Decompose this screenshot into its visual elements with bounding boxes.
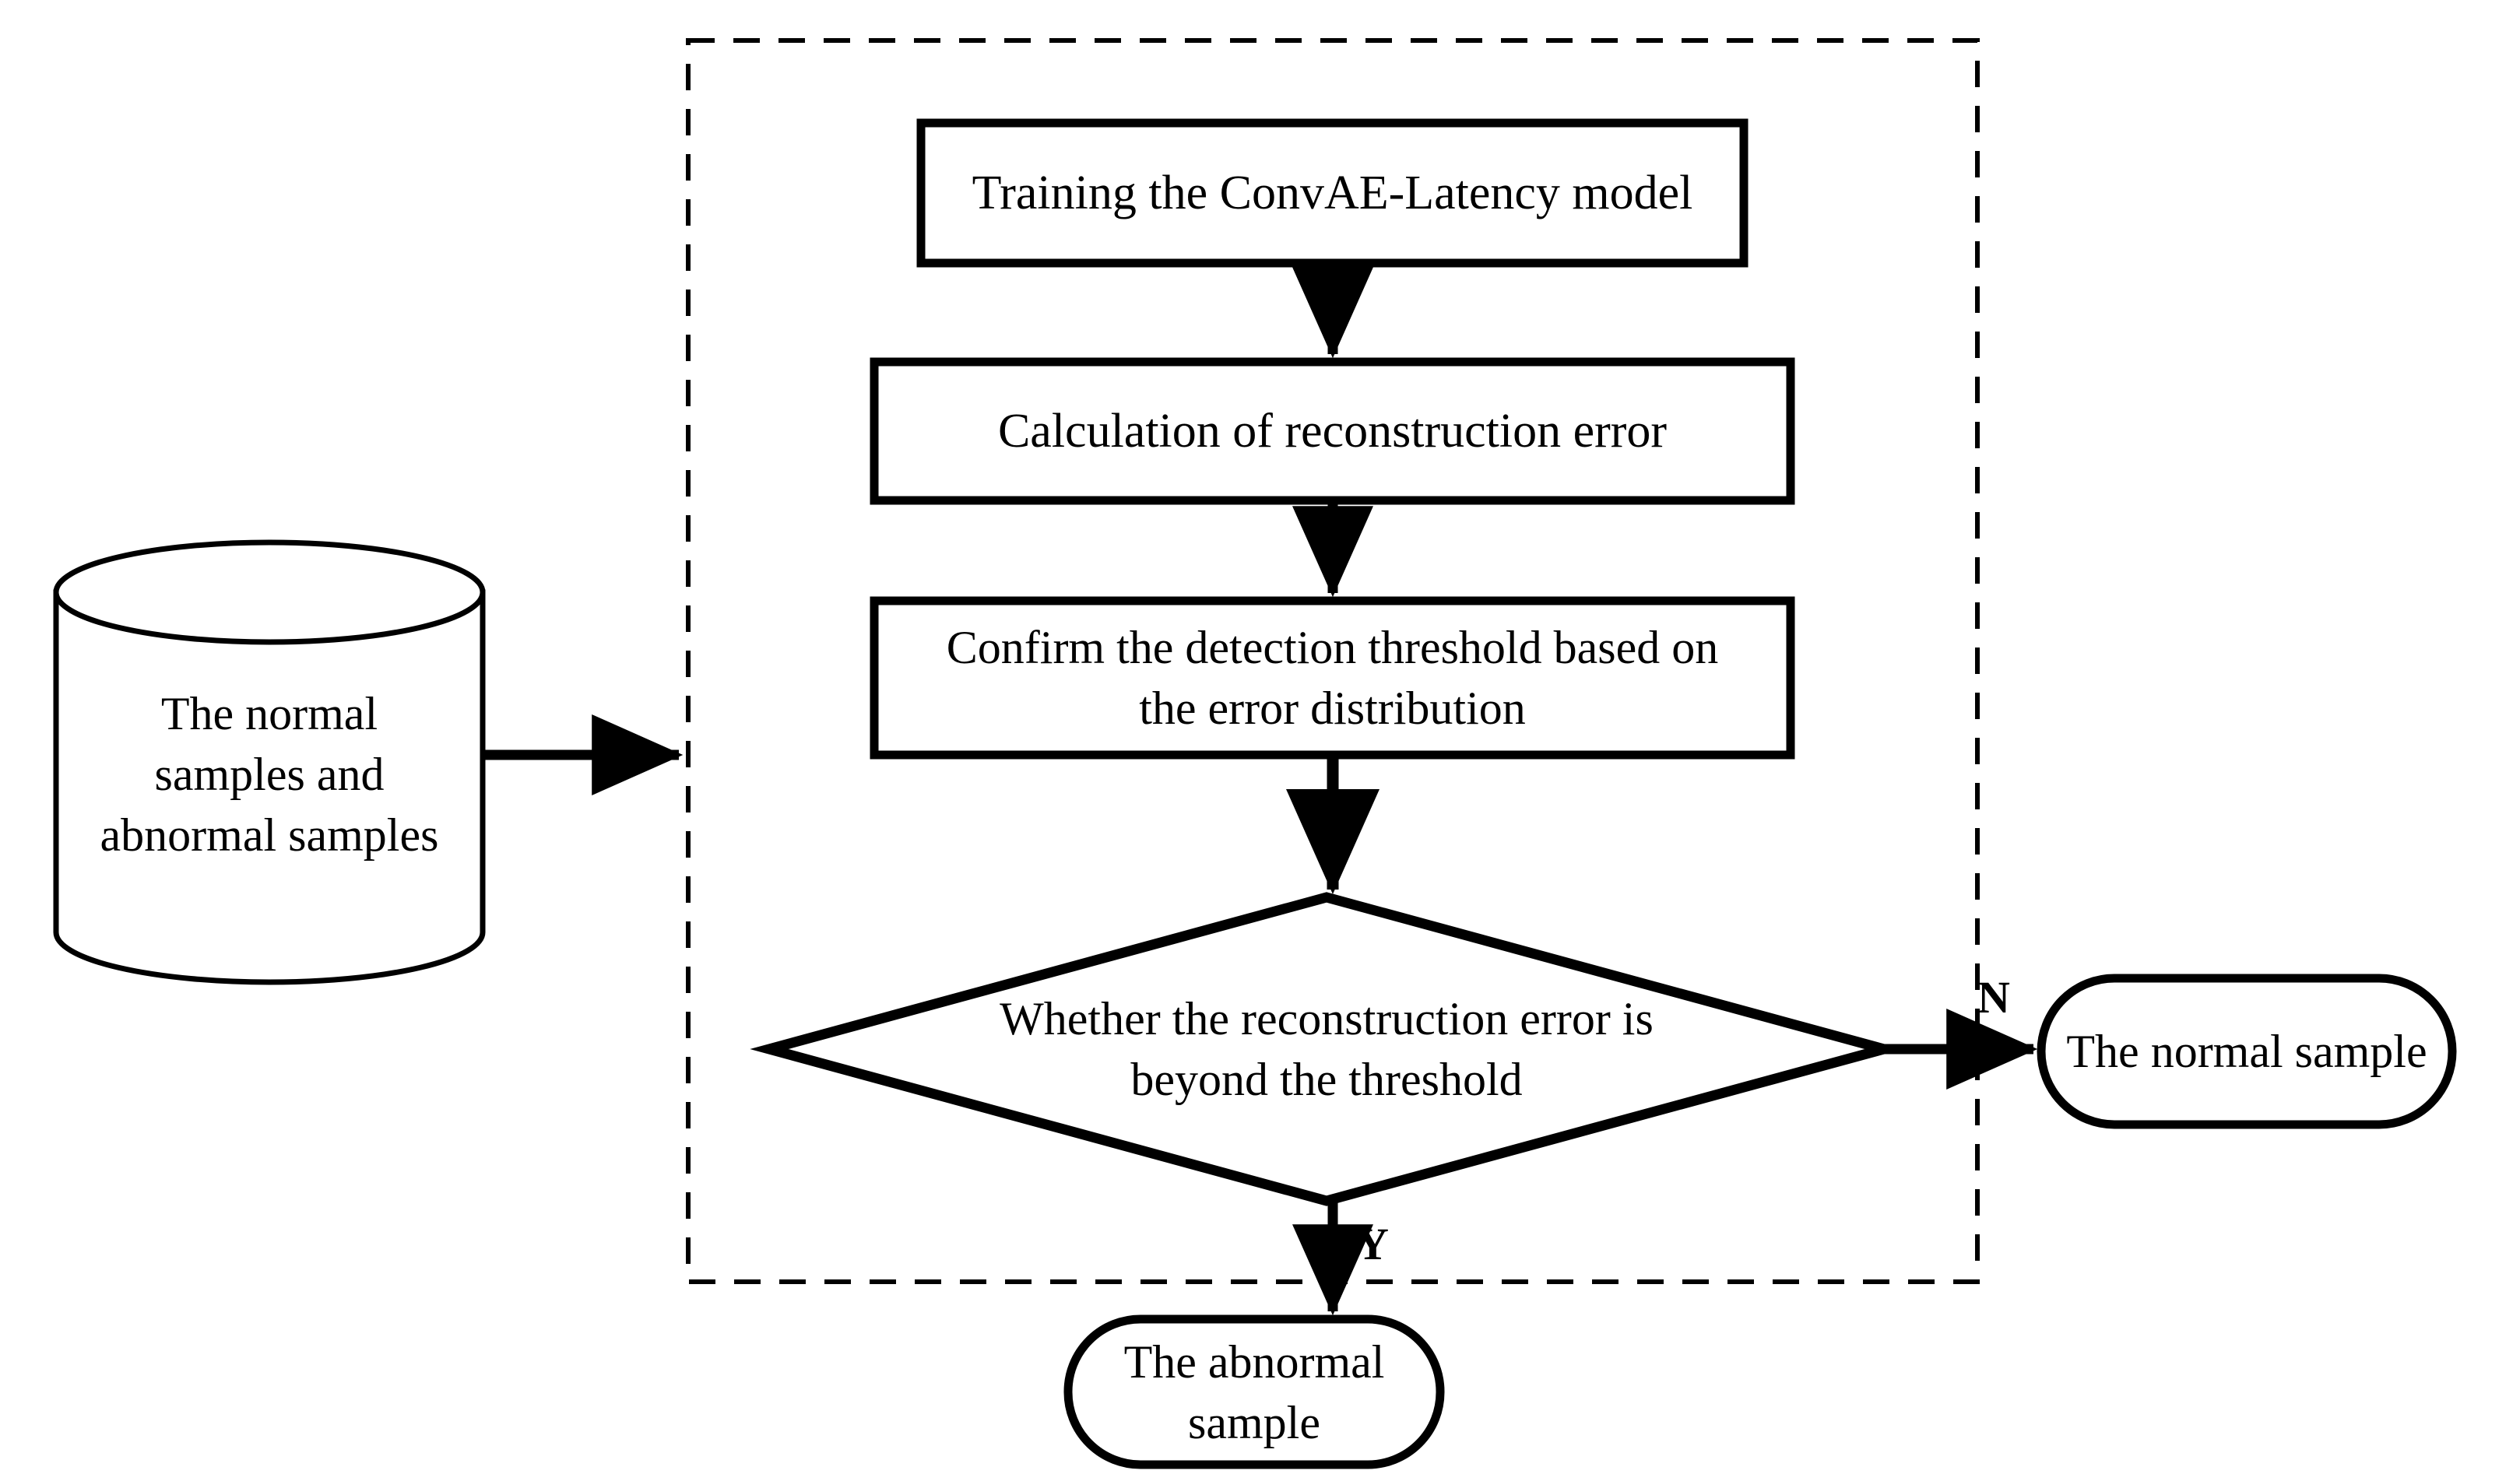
decision-shape (750, 892, 1903, 1206)
branch-label-yes: Y (1356, 1219, 1389, 1269)
branch-label-no: N (1977, 972, 2010, 1023)
confirm-threshold-shape (870, 596, 1795, 760)
train-model-shape (916, 118, 1749, 268)
data-store-shape (53, 539, 486, 985)
normal-result-shape (2037, 974, 2457, 1129)
abnormal-result-shape (1063, 1314, 1445, 1469)
calc-error-shape (870, 357, 1795, 505)
